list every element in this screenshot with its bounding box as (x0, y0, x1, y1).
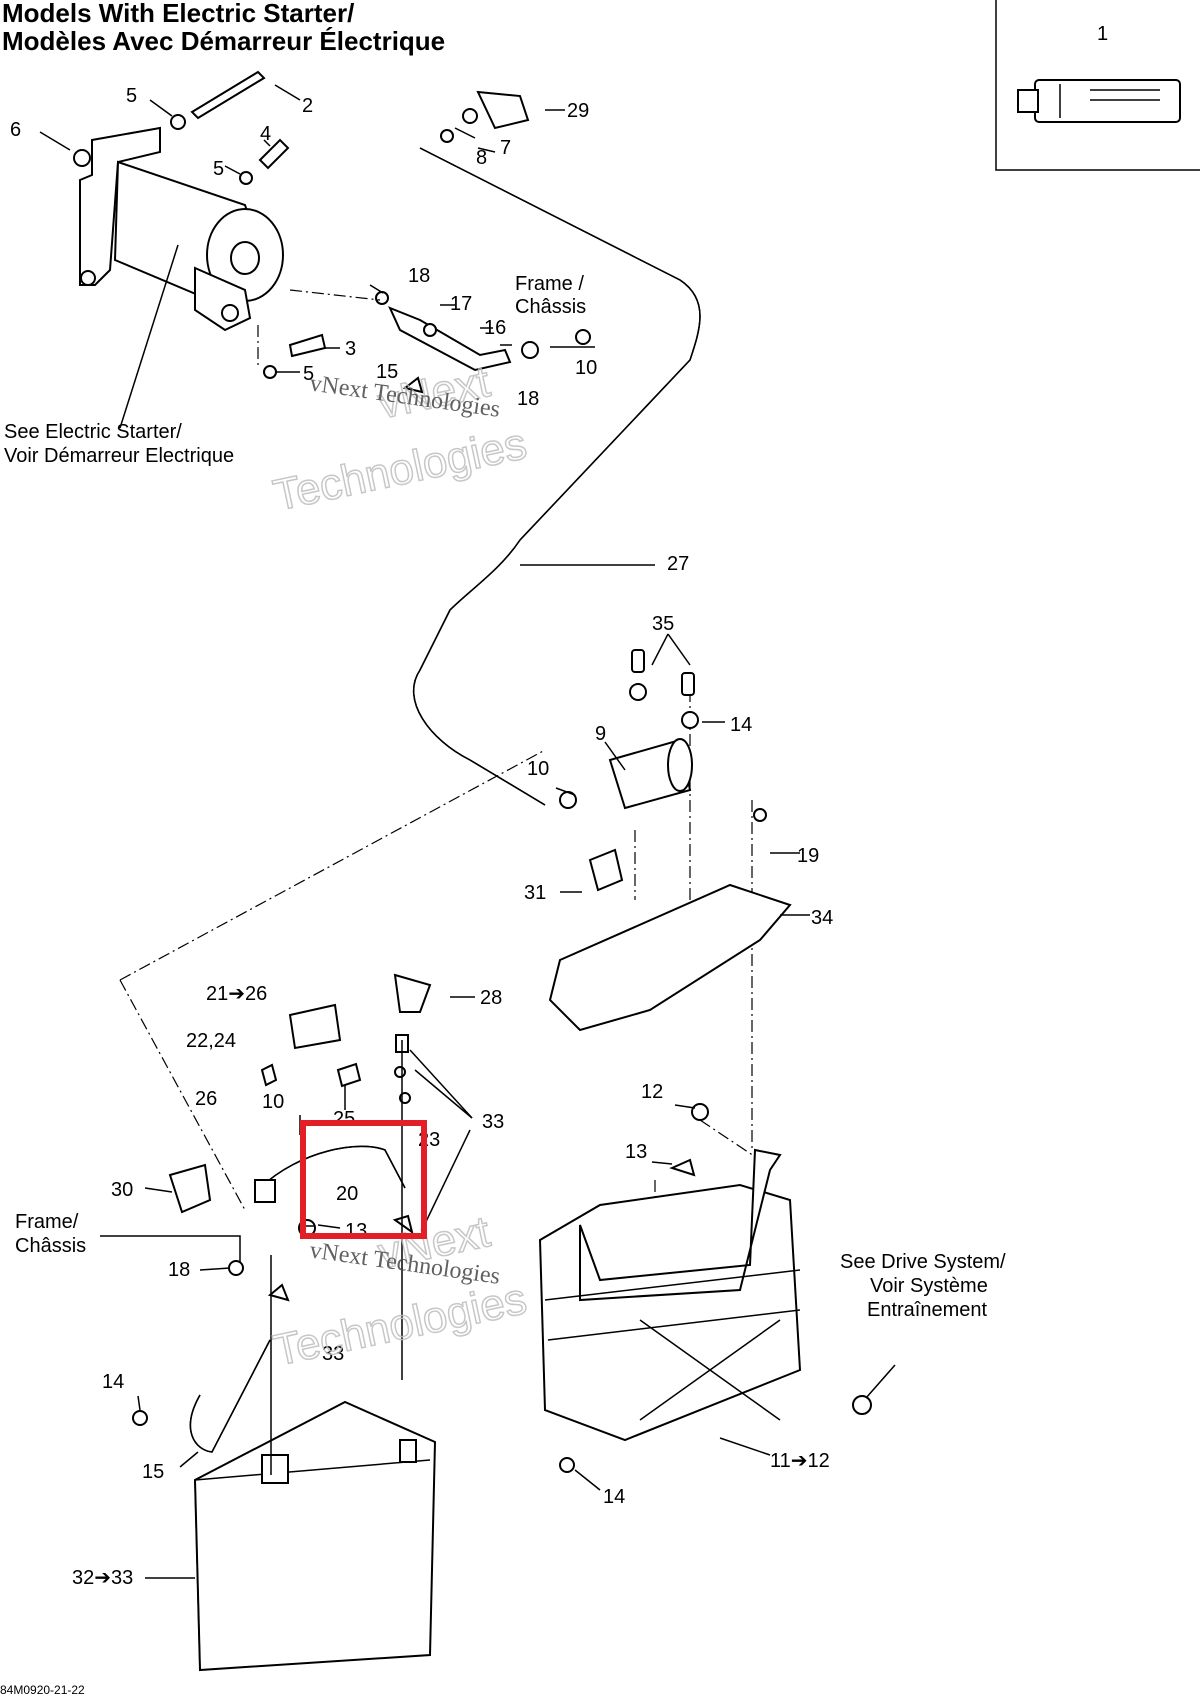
svg-text:19: 19 (797, 845, 819, 867)
caption-frame-bottom-2: Châssis (15, 1235, 86, 1257)
battery-box (538, 1103, 872, 1473)
caption-drive-3: Entraînement (867, 1299, 988, 1321)
svg-text:14: 14 (603, 1486, 625, 1508)
svg-text:1: 1 (1097, 23, 1108, 45)
svg-text:9: 9 (595, 723, 606, 745)
svg-text:25: 25 (333, 1108, 355, 1130)
title-line-1: Models With Electric Starter/ (2, 0, 354, 28)
svg-text:5: 5 (126, 85, 137, 107)
svg-text:13: 13 (625, 1141, 647, 1163)
svg-text:28: 28 (480, 987, 502, 1009)
svg-text:14: 14 (730, 714, 752, 736)
caption-electric-starter-1: See Electric Starter/ (4, 421, 182, 443)
svg-text:26: 26 (195, 1088, 217, 1110)
svg-text:35: 35 (652, 613, 674, 635)
svg-text:10: 10 (527, 758, 549, 780)
svg-text:15: 15 (142, 1461, 164, 1483)
drawing-code: 84M0920-21-22 (0, 1683, 85, 1697)
highlight-box-part-20 (300, 1120, 427, 1239)
battery-support-plate (548, 883, 792, 1032)
svg-text:17: 17 (450, 293, 472, 315)
svg-text:3: 3 (345, 338, 356, 360)
svg-text:10: 10 (575, 357, 597, 379)
svg-text:18: 18 (408, 265, 430, 287)
svg-text:34: 34 (811, 907, 833, 929)
svg-text:16: 16 (484, 317, 506, 339)
caption-drive-1: See Drive System/ (840, 1251, 1006, 1273)
svg-text:5: 5 (303, 363, 314, 385)
svg-text:30: 30 (111, 1179, 133, 1201)
tube-inset (995, 0, 1200, 171)
svg-text:7: 7 (500, 137, 511, 159)
svg-text:18: 18 (517, 388, 539, 410)
svg-text:22,24: 22,24 (186, 1030, 236, 1052)
svg-text:11➔12: 11➔12 (770, 1450, 830, 1472)
svg-text:21➔26: 21➔26 (206, 983, 267, 1005)
caption-electric-starter-2: Voir Démarreur Electrique (4, 445, 234, 467)
svg-text:33: 33 (322, 1343, 344, 1365)
svg-text:18: 18 (168, 1259, 190, 1281)
svg-text:12: 12 (641, 1081, 663, 1103)
svg-text:2: 2 (302, 95, 313, 117)
svg-text:33: 33 (482, 1111, 504, 1133)
svg-text:29: 29 (567, 100, 589, 122)
svg-text:27: 27 (667, 553, 689, 575)
svg-text:10: 10 (262, 1091, 284, 1113)
starter-motor (73, 126, 284, 332)
svg-text:8: 8 (476, 147, 487, 169)
svg-text:4: 4 (260, 123, 271, 145)
svg-text:5: 5 (213, 158, 224, 180)
svg-text:Technologies: Technologies (269, 1274, 530, 1375)
battery (193, 1400, 437, 1672)
caption-frame-top-1: Frame / (515, 273, 584, 295)
svg-text:31: 31 (524, 882, 546, 904)
svg-text:20: 20 (336, 1183, 358, 1205)
caption-frame-bottom-1: Frame/ (15, 1211, 79, 1233)
caption-frame-top-2: Châssis (515, 296, 586, 318)
svg-text:Technologies: Technologies (269, 419, 530, 520)
solenoid (559, 649, 767, 892)
svg-text:14: 14 (102, 1371, 124, 1393)
caption-drive-2: Voir Système (870, 1275, 988, 1297)
title-line-2: Modèles Avec Démarreur Électrique (2, 26, 445, 56)
svg-text:6: 6 (10, 119, 21, 141)
svg-text:15: 15 (376, 361, 398, 383)
svg-text:32➔33: 32➔33 (72, 1567, 133, 1589)
